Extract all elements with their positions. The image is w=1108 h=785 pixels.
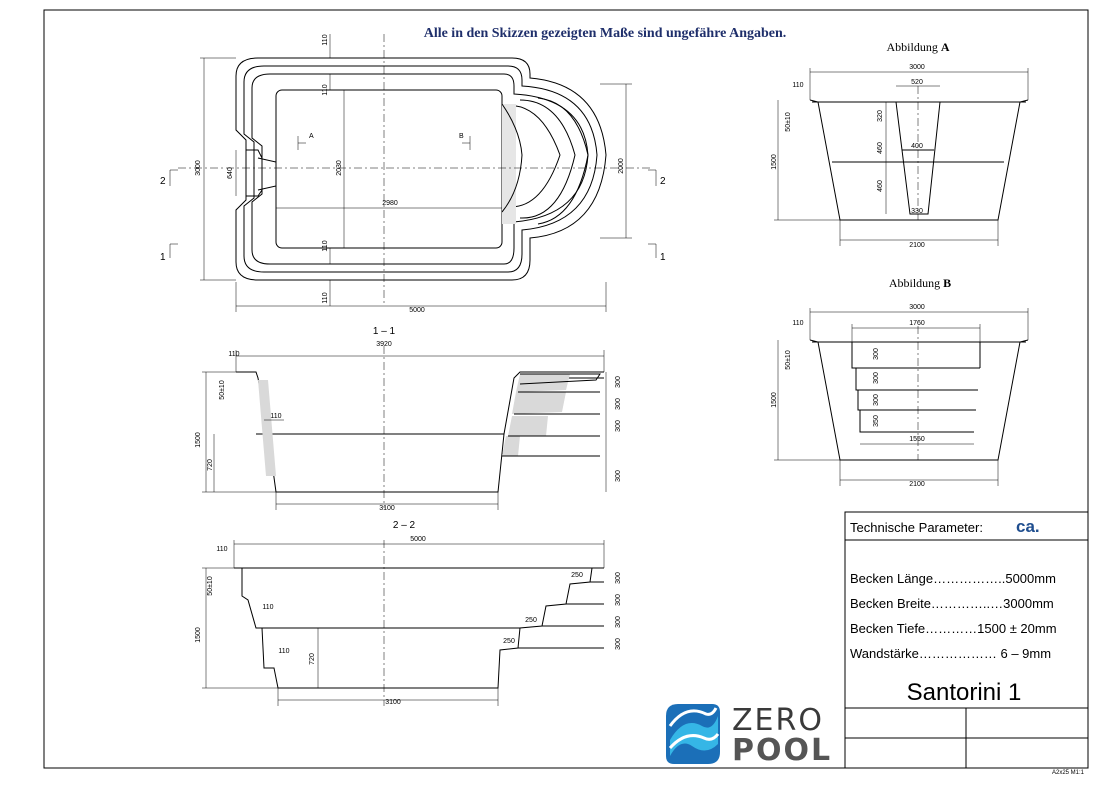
figure-a-drawing: [809, 99, 1029, 221]
dim-s11-lower: 720: [207, 459, 214, 471]
figure-b-dimensions: [774, 308, 1029, 486]
dim-s22-top: 5000: [410, 536, 426, 543]
model-name: Santorini 1: [907, 679, 1022, 706]
dim-plan-inner-length: 2980: [382, 200, 398, 207]
dim-b-rim: 110: [792, 320, 803, 327]
plan-center-lines: [178, 34, 650, 306]
dim-s11-depth: 1500: [195, 432, 202, 448]
figure-b-title: Abbildung B: [889, 276, 951, 290]
section-marker-2-left: 2: [160, 176, 166, 187]
dim-plan-inner-width: 2030: [336, 160, 343, 176]
dim-b-slope: 50±10: [785, 350, 792, 370]
figure-b-drawing: [809, 339, 1029, 461]
section-1-1-drawing: [236, 371, 604, 493]
dim-a-330: 330: [911, 208, 923, 215]
dim-b-1550: 1550: [909, 436, 925, 443]
dim-a-460b: 460: [877, 180, 884, 192]
section-marker-2-right: 2: [660, 176, 666, 187]
dim-s22-depth: 1500: [195, 627, 202, 643]
dim-s22-step-1: 300: [615, 572, 622, 584]
section-marker-1-right: 1: [660, 252, 666, 263]
zero-pool-logo: ZERO POOL: [666, 703, 832, 768]
dim-s22-rim: 110: [216, 546, 227, 553]
dim-a-rim: 110: [792, 82, 803, 89]
section-2-2-dimensions: [202, 540, 605, 706]
dim-s11-step-4: 300: [615, 470, 622, 482]
section-2-2-drawing: [234, 567, 604, 689]
dim-s22-step-width-1: 250: [571, 572, 583, 579]
dim-s11-step-1: 300: [615, 376, 622, 388]
dim-s11-step-2: 300: [615, 398, 622, 410]
params-ca: ca.: [1016, 517, 1040, 536]
section-1-1-dimensions: [202, 346, 607, 510]
dim-s22-bench-2: 110: [278, 648, 289, 655]
dim-s11-top: 3920: [376, 341, 392, 348]
section-marker-1-left: 1: [160, 252, 166, 263]
dim-s22-step-4: 300: [615, 638, 622, 650]
dim-s11-bottom: 3100: [379, 505, 395, 512]
wave-icon: [666, 704, 720, 764]
dim-s22-lower: 720: [309, 653, 316, 665]
sheet-code: A2x25 M1:1: [1052, 770, 1085, 776]
dim-b-depth: 1500: [771, 392, 778, 408]
param-depth: Becken Tiefe…………1500 ± 20mm: [850, 621, 1057, 636]
dim-a-top: 3000: [909, 64, 925, 71]
dim-s22-step-width-2: 250: [525, 617, 537, 624]
dim-plan-step-width: 2000: [618, 158, 625, 174]
dim-s22-bench-1: 110: [262, 604, 273, 611]
figure-a-dimensions: [774, 68, 1029, 246]
dim-b-step-1: 300: [873, 348, 880, 360]
section-2-2-title: 2 – 2: [393, 520, 416, 531]
approximate-dimensions-note: Alle in den Skizzen gezeigten Maße sind …: [424, 26, 787, 41]
section-marker-b: B: [459, 133, 464, 140]
dim-b-step-4: 350: [873, 415, 880, 427]
figure-a-title: Abbildung A: [886, 40, 949, 54]
dim-a-400: 400: [911, 143, 923, 150]
brand-word-pool: POOL: [732, 733, 832, 768]
dim-plan-total-width: 3000: [195, 160, 202, 176]
dim-b-inner: 1760: [909, 320, 925, 327]
params-header: Technische Parameter:: [850, 520, 983, 535]
dim-a-bottom: 2100: [909, 242, 925, 249]
dim-s22-bottom: 3100: [385, 699, 401, 706]
dim-plan-top-110: 110: [322, 34, 329, 45]
param-length: Becken Länge……………..5000mm: [850, 571, 1056, 586]
section-1-1-title: 1 – 1: [373, 326, 396, 337]
brand-word-zero: ZERO: [732, 703, 824, 738]
dim-a-inner: 520: [911, 79, 923, 86]
dim-b-step-3: 300: [873, 394, 880, 406]
plan-dimension-lines: [169, 34, 657, 312]
dim-s11-slope: 50±10: [219, 380, 226, 400]
dim-a-460a: 460: [877, 142, 884, 154]
title-block: [844, 511, 1089, 769]
param-wall: Wandstärke……………… 6 – 9mm: [850, 646, 1051, 661]
dim-plan-bot2-110: 110: [322, 292, 329, 303]
dim-s11-bench: 110: [270, 413, 281, 420]
dim-s22-step-2: 300: [615, 594, 622, 606]
section-marker-a: A: [309, 133, 314, 140]
dim-b-bottom: 2100: [909, 481, 925, 488]
dim-s22-step-width-3: 250: [503, 638, 515, 645]
dim-a-depth: 1500: [771, 154, 778, 170]
dim-plan-bot-110: 110: [322, 240, 329, 251]
dim-a-slope: 50±10: [785, 112, 792, 132]
drawing-frame: [43, 9, 1089, 769]
dim-plan-total-length: 5000: [409, 307, 425, 314]
dim-a-320: 320: [877, 110, 884, 122]
dim-s11-step-3: 300: [615, 420, 622, 432]
dim-s22-step-3: 300: [615, 616, 622, 628]
dim-s22-slope: 50±10: [207, 576, 214, 596]
dim-plan-skimmer: 640: [227, 167, 234, 179]
pool-plan-view: [235, 57, 607, 281]
dim-b-top: 3000: [909, 304, 925, 311]
dim-b-step-2: 300: [873, 372, 880, 384]
param-width: Becken Breite…………..…3000mm: [850, 596, 1054, 611]
dim-s11-rim: 110: [228, 351, 239, 358]
dim-plan-top2-110: 110: [322, 84, 329, 95]
